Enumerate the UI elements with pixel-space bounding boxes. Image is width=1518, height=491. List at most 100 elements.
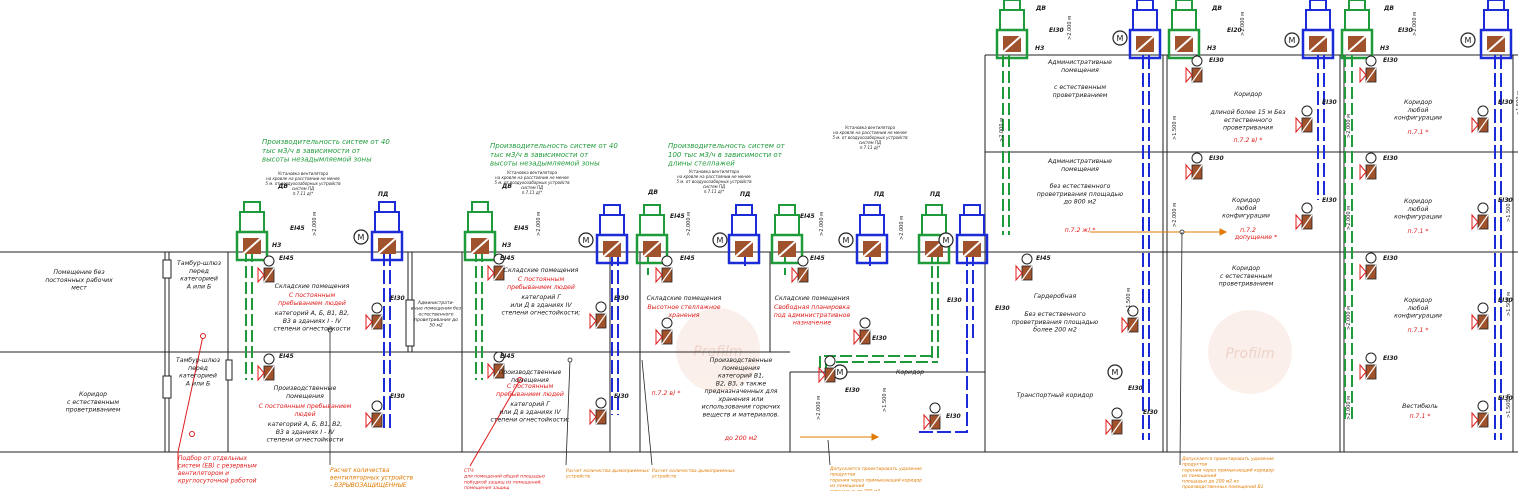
svg-text:НЗ: НЗ (1035, 45, 1045, 52)
svg-text:категорий А, Б, В1, В2,В3 в зд: категорий А, Б, В1, В2,В3 в зданиях I - … (267, 421, 344, 444)
svg-text:EI30: EI30 (947, 297, 962, 304)
svg-text:EI45: EI45 (279, 255, 294, 262)
svg-text:>1.500 м: >1.500 м (1506, 394, 1512, 418)
dimension-labels: >2.000 м >2.000 м >2.000 м >2.000 м >2.0… (312, 12, 1518, 420)
svg-text:ПД: ПД (930, 191, 940, 198)
svg-text:EI20: EI20 (1227, 27, 1242, 34)
svg-text:Коридор: Коридор (1234, 91, 1262, 98)
svg-text:п.7.2: п.7.2 (1240, 227, 1256, 234)
svg-text:Складские помещения: Складские помещения (647, 295, 722, 302)
svg-text:>1.500 м: >1.500 м (882, 388, 888, 412)
svg-text:п.7.2 в) *: п.7.2 в) * (652, 390, 681, 397)
svg-text:EI30: EI30 (1498, 297, 1513, 304)
svg-text:EI30: EI30 (1049, 27, 1064, 34)
svg-text:M: M (1112, 368, 1119, 377)
svg-text:M: M (1465, 36, 1472, 45)
svg-text:M: M (1289, 36, 1296, 45)
pointer-arrows (800, 228, 1228, 441)
svg-text:п.7.1 *: п.7.1 * (1408, 129, 1429, 136)
svg-text:>1.500 м: >1.500 м (1506, 292, 1512, 316)
svg-text:EI45: EI45 (1036, 255, 1051, 262)
svg-text:ДВ: ДВ (501, 183, 512, 190)
svg-text:категорий А, Б, В1, В2,В3 в зд: категорий А, Б, В1, В2,В3 в зданиях I - … (274, 310, 351, 333)
svg-text:Складские помещения: Складские помещения (275, 283, 350, 290)
svg-text:>1.500 м: >1.500 м (1172, 116, 1178, 140)
svg-text:>2.000 м: >2.000 м (1172, 203, 1178, 227)
svg-text:EI30: EI30 (1209, 155, 1224, 162)
black-leader-lines (327, 229, 1185, 466)
svg-text:Вестибюль: Вестибюль (1402, 402, 1438, 410)
svg-text:>2.000 м: >2.000 м (1346, 306, 1352, 330)
svg-text:>2.000 м: >2.000 м (1067, 16, 1073, 40)
svg-text:>2.000 м: >2.000 м (1412, 12, 1418, 36)
svg-text:до 200 м2: до 200 м2 (724, 435, 757, 442)
svg-text:допущение *: допущение * (1234, 234, 1277, 241)
svg-text:EI30: EI30 (1209, 57, 1224, 64)
svg-text:>2.000 м: >2.000 м (999, 118, 1005, 142)
svg-text:ДВ: ДВ (1211, 5, 1222, 12)
svg-text:M: M (583, 236, 590, 245)
svg-text:Допускается проектировать удал: Допускается проектировать удалениепродук… (829, 466, 922, 491)
svg-text:EI45: EI45 (800, 213, 815, 220)
svg-text:EI30: EI30 (390, 393, 405, 400)
duct-labels: ДВ ПД ДВ ДВ ПД ПД ПД ДВ ДВ ДВ НЗ НЗ НЗ Н… (272, 5, 1513, 420)
watermark: Profilm Profilm (676, 308, 1292, 394)
svg-text:M: M (943, 236, 950, 245)
svg-text:>2.000 м: >2.000 м (1346, 206, 1352, 230)
svg-text:EI30: EI30 (614, 295, 629, 302)
watermark-text-2: Profilm (1225, 346, 1274, 362)
svg-text:EI30: EI30 (1498, 197, 1513, 204)
svg-text:Складские помещения: Складские помещения (775, 295, 850, 302)
motor-icons (353, 30, 1476, 380)
svg-text:Складские помещения: Складские помещения (504, 267, 579, 274)
svg-text:>2.000 м: >2.000 м (816, 396, 822, 420)
svg-text:>2.000 м: >2.000 м (1346, 114, 1352, 138)
svg-text:EI30: EI30 (1383, 255, 1398, 262)
svg-text:EI30: EI30 (1143, 409, 1158, 416)
svg-text:ДВ: ДВ (1035, 5, 1046, 12)
svg-text:п.7.1 *: п.7.1 * (1408, 228, 1429, 235)
svg-text:ДВ: ДВ (1383, 5, 1394, 12)
svg-text:EI30: EI30 (845, 387, 860, 394)
svg-text:НЗ: НЗ (502, 242, 512, 249)
svg-text:Администрати-вные помещения бе: Администрати-вные помещения безестествен… (411, 300, 462, 329)
svg-text:EI45: EI45 (514, 225, 529, 232)
svg-text:НЗ: НЗ (1380, 45, 1390, 52)
svg-text:ПД: ПД (740, 191, 750, 198)
svg-text:M: M (843, 236, 850, 245)
svg-text:>1.500 м: >1.500 м (1126, 288, 1132, 312)
svg-text:>2.000 м: >2.000 м (1240, 12, 1246, 36)
svg-text:EI30: EI30 (1383, 57, 1398, 64)
svg-text:EI30: EI30 (995, 305, 1010, 312)
svg-text:>2.000 м: >2.000 м (686, 212, 692, 236)
